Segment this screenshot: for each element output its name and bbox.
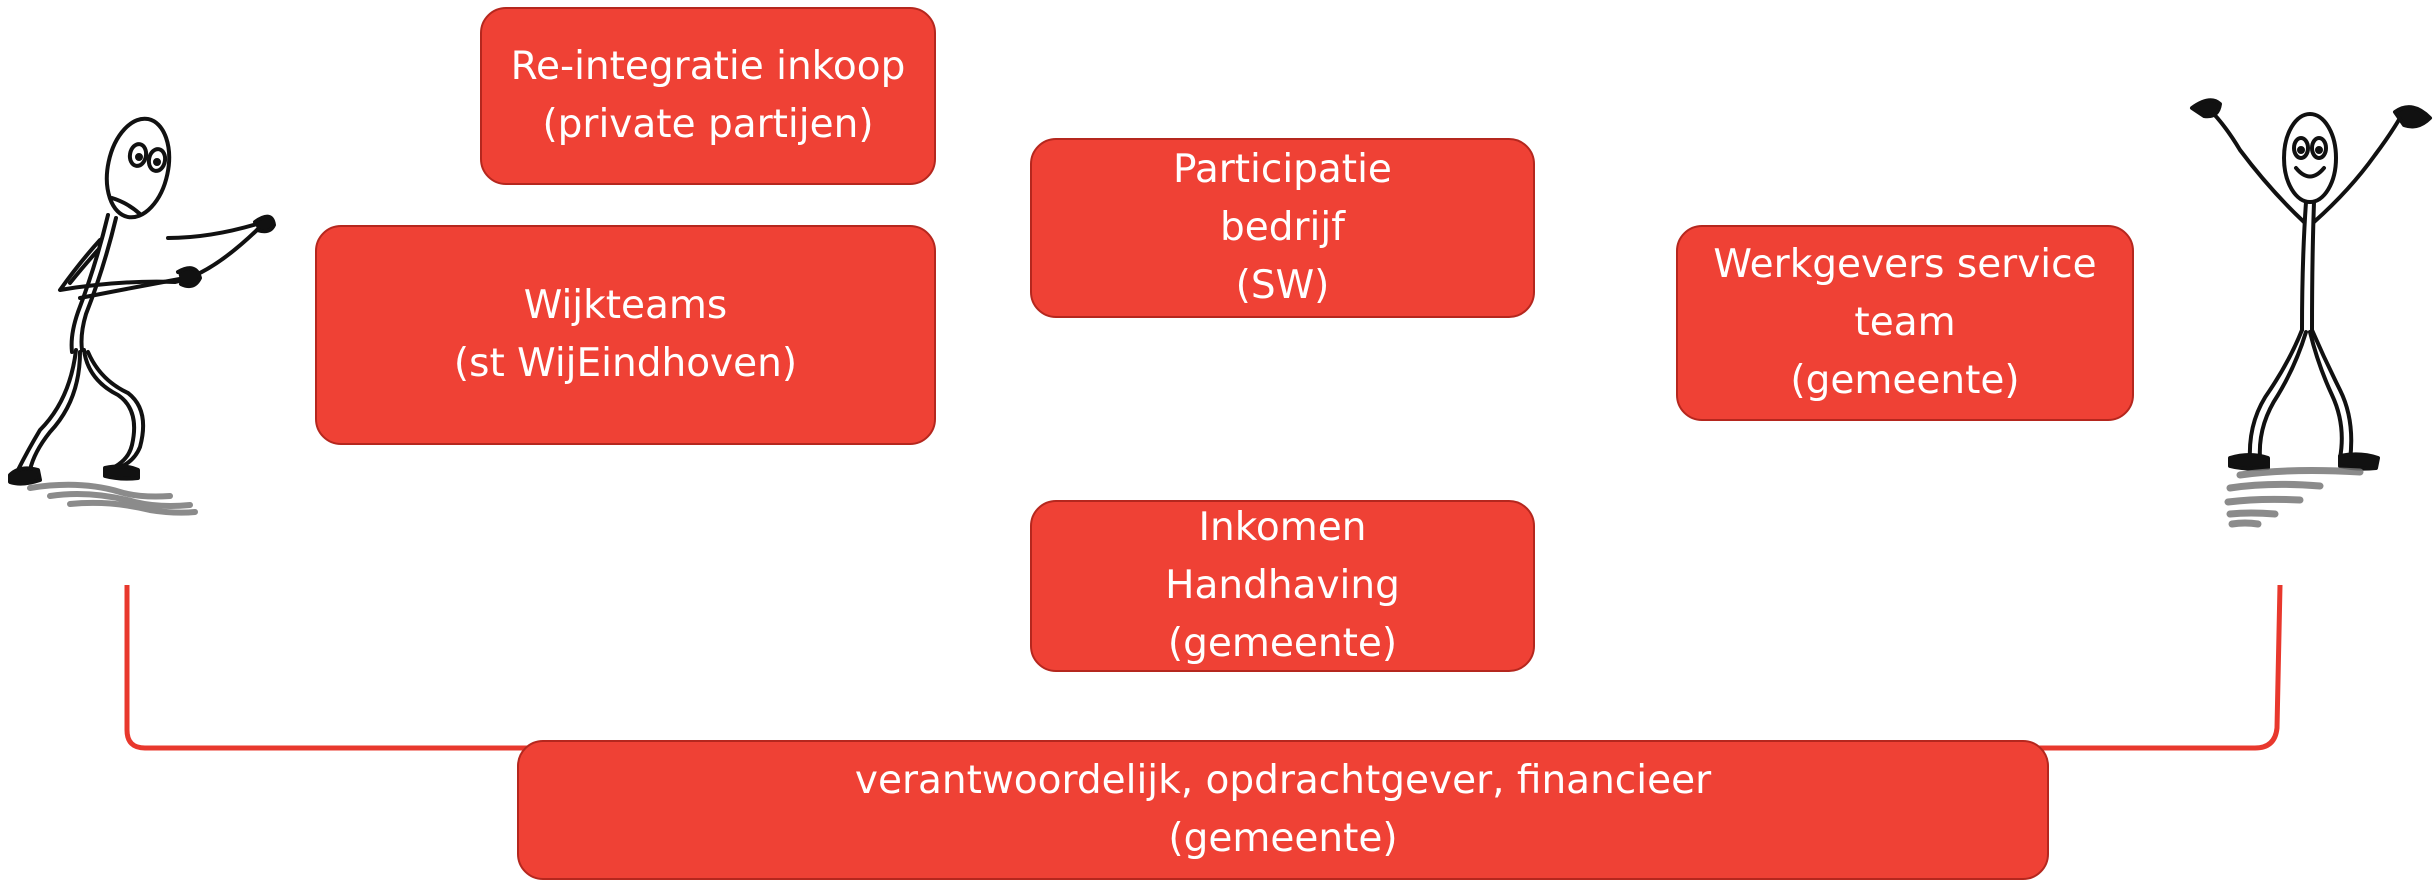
reintegratie-inkoop-box: Re-integratie inkoop (private partijen) [480, 7, 936, 185]
werkgevers-line1: Werkgevers service [1713, 242, 2097, 287]
inkomen-line1: Inkomen [1198, 505, 1367, 550]
participatie-line3: (SW) [1235, 263, 1330, 308]
werkgevers-line2: team [1854, 300, 1956, 345]
inkomen-line2: Handhaving [1165, 563, 1400, 608]
gemeente-responsibility-box: verantwoordelijk, opdrachtgever, financi… [517, 740, 2049, 880]
wijkteams-subtitle: (st WijEindhoven) [453, 341, 798, 386]
inkomen-handhaving-box: Inkomen Handhaving (gemeente) [1030, 500, 1535, 672]
wijkteams-box: Wijkteams (st WijEindhoven) [315, 225, 936, 445]
participatie-line1: Participatie [1173, 147, 1392, 192]
responsibility-line1: verantwoordelijk, opdrachtgever, financi… [854, 758, 1712, 803]
reintegratie-subtitle: (private partijen) [542, 102, 874, 147]
werkgevers-service-team-box: Werkgevers service team (gemeente) [1676, 225, 2134, 421]
werkgevers-line3: (gemeente) [1790, 358, 2020, 403]
participatie-bedrijf-box: Participatie bedrijf (SW) [1030, 138, 1535, 318]
responsibility-line2: (gemeente) [1168, 816, 1398, 861]
reintegratie-title: Re-integratie inkoop [510, 44, 906, 89]
inkomen-line3: (gemeente) [1167, 621, 1398, 666]
wijkteams-title: Wijkteams [523, 283, 728, 328]
participatie-line2: bedrijf [1220, 205, 1345, 250]
